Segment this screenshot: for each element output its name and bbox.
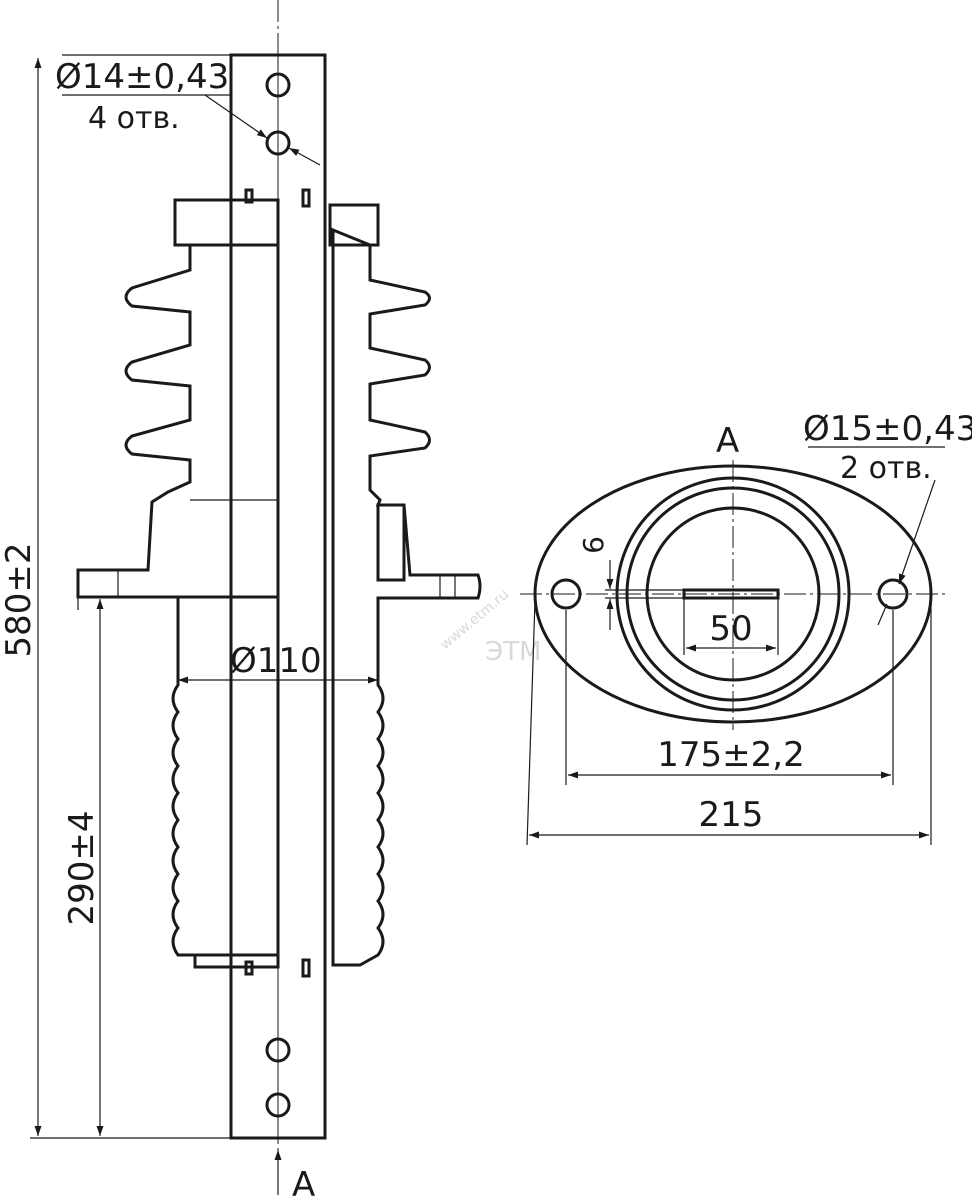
slot xyxy=(682,588,780,600)
watermark-text: ЭТМ xyxy=(485,637,541,667)
flange-outline xyxy=(533,464,933,724)
insulator-section xyxy=(331,227,482,967)
section-label-top: A xyxy=(716,421,739,461)
height-total-label: 580±2 xyxy=(0,542,39,657)
section-view-a: A Ø15±0,43 2 отв. 6 50 175±2,2 xyxy=(520,409,972,846)
hole xyxy=(265,1092,291,1118)
diameter-label: Ø110 xyxy=(230,641,322,681)
hole xyxy=(265,130,291,156)
hole-spacing-label: 175±2,2 xyxy=(657,735,804,775)
hole-callout-top: Ø14±0,43 4 отв. xyxy=(55,54,321,166)
slot-width-label: 6 xyxy=(577,536,610,554)
hole-count-label: 4 отв. xyxy=(88,101,180,136)
section-mark-bottom: A xyxy=(274,1150,315,1200)
hole xyxy=(265,72,291,98)
dimension-lower-height: 290±4 xyxy=(62,597,104,1136)
bottom-cap xyxy=(193,953,280,969)
slot-length-label: 50 xyxy=(709,609,752,649)
height-lower-label: 290±4 xyxy=(62,810,102,925)
flange-section xyxy=(376,503,406,582)
hole xyxy=(265,1037,291,1063)
flange-hole xyxy=(877,578,909,610)
dimension-diameter: Ø110 xyxy=(178,641,378,684)
flange-hole xyxy=(550,578,582,610)
flange-width-label: 215 xyxy=(699,795,764,835)
flange-hole-label: Ø15±0,43 xyxy=(803,409,972,449)
top-cap xyxy=(173,198,280,247)
hole-diameter-label: Ø14±0,43 xyxy=(55,57,229,97)
insulator-lower-external xyxy=(171,595,280,957)
dimension-total-height: 580±2 xyxy=(0,58,231,1139)
insulator-upper-external xyxy=(76,243,280,599)
flange-hole-count: 2 отв. xyxy=(840,451,932,486)
top-fitting-section xyxy=(328,203,380,247)
busbar-holes xyxy=(265,72,291,1118)
section-label-bottom: A xyxy=(292,1165,315,1200)
